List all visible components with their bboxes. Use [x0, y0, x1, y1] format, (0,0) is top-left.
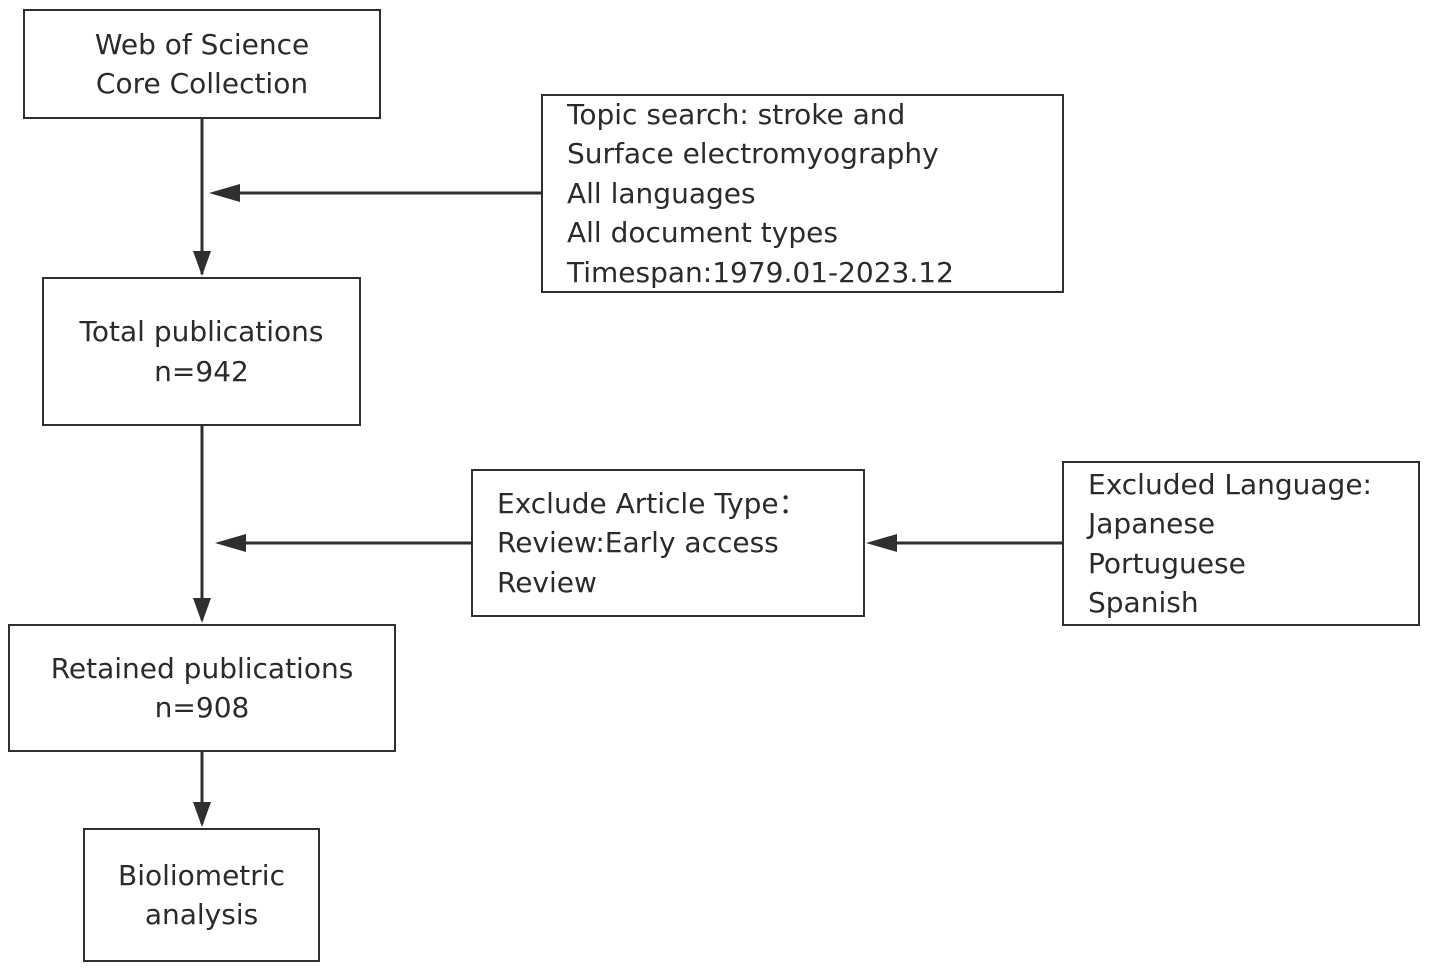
node-web-of-science: Web of Science Core Collection [23, 9, 381, 119]
node-excluded-language-line-3: Portuguese [1088, 546, 1246, 580]
node-exclude-article-type-line-3: Review [497, 565, 597, 599]
node-retained-publications-line-1: Retained publications [50, 651, 354, 685]
node-excluded-language-line-2: Japanese [1088, 507, 1216, 540]
node-retained-publications-line-2: n=908 [154, 691, 250, 724]
node-topic-search: Topic search: stroke and Surface electro… [541, 94, 1064, 293]
node-excluded-language: Excluded Language: Japanese Portuguese S… [1062, 461, 1420, 626]
node-excluded-language-line-4: Spanish [1088, 586, 1199, 619]
arrowhead-total-to-retained [193, 598, 211, 623]
node-exclude-article-type-line-1: Exclude Article Type： [497, 486, 807, 520]
node-exclude-article-type: Exclude Article Type： Review:Early acces… [471, 469, 865, 617]
node-topic-search-line-3: All languages [567, 176, 756, 210]
node-topic-search-line-4: All document types [567, 216, 838, 250]
node-exclude-article-type-line-2: Review:Early access [497, 526, 779, 560]
arrowhead-wos-to-total [193, 251, 211, 276]
arrowhead-language-to-exclude [866, 534, 897, 552]
node-retained-publications: Retained publications n=908 [8, 624, 396, 752]
node-topic-search-line-5: Timespan:1979.01-2023.12 [567, 255, 954, 289]
arrowhead-retained-to-bio [193, 802, 211, 827]
node-excluded-language-line-1: Excluded Language: [1088, 467, 1372, 501]
arrowhead-exclude-to-mainline [215, 534, 246, 552]
node-total-publications-line-2: n=942 [154, 354, 249, 388]
node-web-of-science-line-1: Web of Science [94, 27, 310, 61]
arrowhead-topic-to-mainline [209, 184, 240, 202]
node-bioliometric-analysis-line-1: Bioliometric [118, 858, 285, 892]
node-topic-search-line-1: Topic search: stroke and [567, 97, 906, 131]
node-topic-search-line-2: Surface electromyography [567, 137, 939, 171]
node-bioliometric-analysis-line-2: analysis [144, 898, 259, 931]
node-web-of-science-line-2: Core Collection [95, 67, 309, 100]
node-total-publications: Total publications n=942 [42, 277, 361, 426]
node-total-publications-line-1: Total publications [79, 315, 324, 348]
node-bioliometric-analysis: Bioliometric analysis [83, 828, 320, 962]
